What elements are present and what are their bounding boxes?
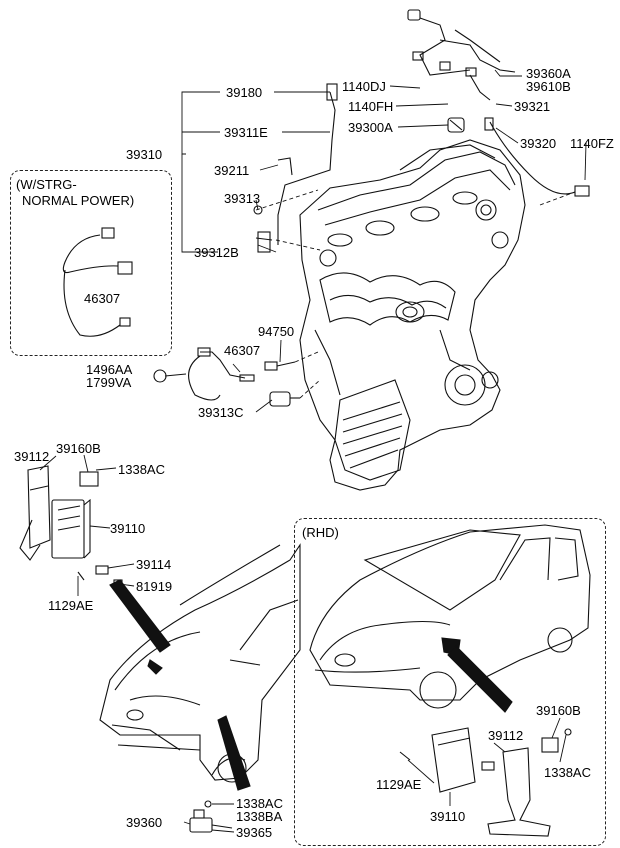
label-39114: 39114 (136, 557, 172, 572)
engine-assembly (299, 117, 590, 491)
label-39321: 39321 (514, 99, 551, 114)
label-39110-rhd: 39110 (430, 809, 466, 824)
label-39160B-lhd: 39160B (56, 441, 101, 456)
label-39211: 39211 (214, 163, 250, 178)
label-39365: 39365 (236, 825, 273, 840)
strg-harness (62, 227, 133, 337)
label-1338AC-lhd: 1338AC (118, 462, 165, 477)
label-46307-strg: 46307 (84, 291, 121, 306)
label-94750: 94750 (258, 324, 295, 339)
label-1338AC-bottom: 1338AC (236, 796, 283, 811)
label-1496AA: 1496AA (86, 362, 133, 377)
car-lhd (99, 543, 301, 791)
label-39180: 39180 (226, 85, 263, 100)
car-rhd (309, 524, 591, 713)
label-1140FH: 1140FH (348, 99, 394, 114)
ecu-assembly-lhd (19, 465, 123, 589)
label-39360A: 39360A (526, 66, 571, 81)
label-1140FZ: 1140FZ (570, 136, 614, 151)
sensor-harness (153, 83, 338, 407)
label-39112-lhd: 39112 (14, 449, 50, 464)
rhd-option-box (294, 518, 606, 846)
label-1129AE-rhd: 1129AE (376, 777, 422, 792)
strg-box-title-line1: (W/STRG- (16, 177, 77, 192)
leader-lines (39, 69, 587, 833)
label-1338BA: 1338BA (236, 809, 283, 824)
label-39311E: 39311E (224, 125, 268, 140)
sensor-39360 (189, 800, 233, 833)
label-1140DJ: 1140DJ (342, 79, 386, 94)
label-39110-lhd: 39110 (110, 521, 146, 536)
label-1338AC-rhd: 1338AC (544, 765, 591, 780)
label-39313C: 39313C (198, 405, 244, 420)
injector-harness (407, 9, 576, 195)
label-1129AE-lhd: 1129AE (48, 598, 94, 613)
label-39310: 39310 (126, 147, 163, 162)
label-1799VA: 1799VA (86, 375, 132, 390)
label-39312B: 39312B (194, 245, 239, 260)
strg-option-box (10, 170, 172, 356)
rhd-box-title: (RHD) (302, 525, 339, 540)
label-39160B-rhd: 39160B (536, 703, 581, 718)
label-39610B: 39610B (526, 79, 571, 94)
label-39300A: 39300A (348, 120, 393, 135)
label-39360: 39360 (126, 815, 163, 830)
label-81919: 81919 (136, 579, 173, 594)
label-39313: 39313 (224, 191, 261, 206)
label-46307: 46307 (224, 343, 261, 358)
ecu-assembly-rhd (399, 727, 572, 837)
strg-box-title-line2: NORMAL POWER) (22, 193, 135, 208)
label-39320: 39320 (520, 136, 557, 151)
label-39112-rhd: 39112 (488, 728, 524, 743)
